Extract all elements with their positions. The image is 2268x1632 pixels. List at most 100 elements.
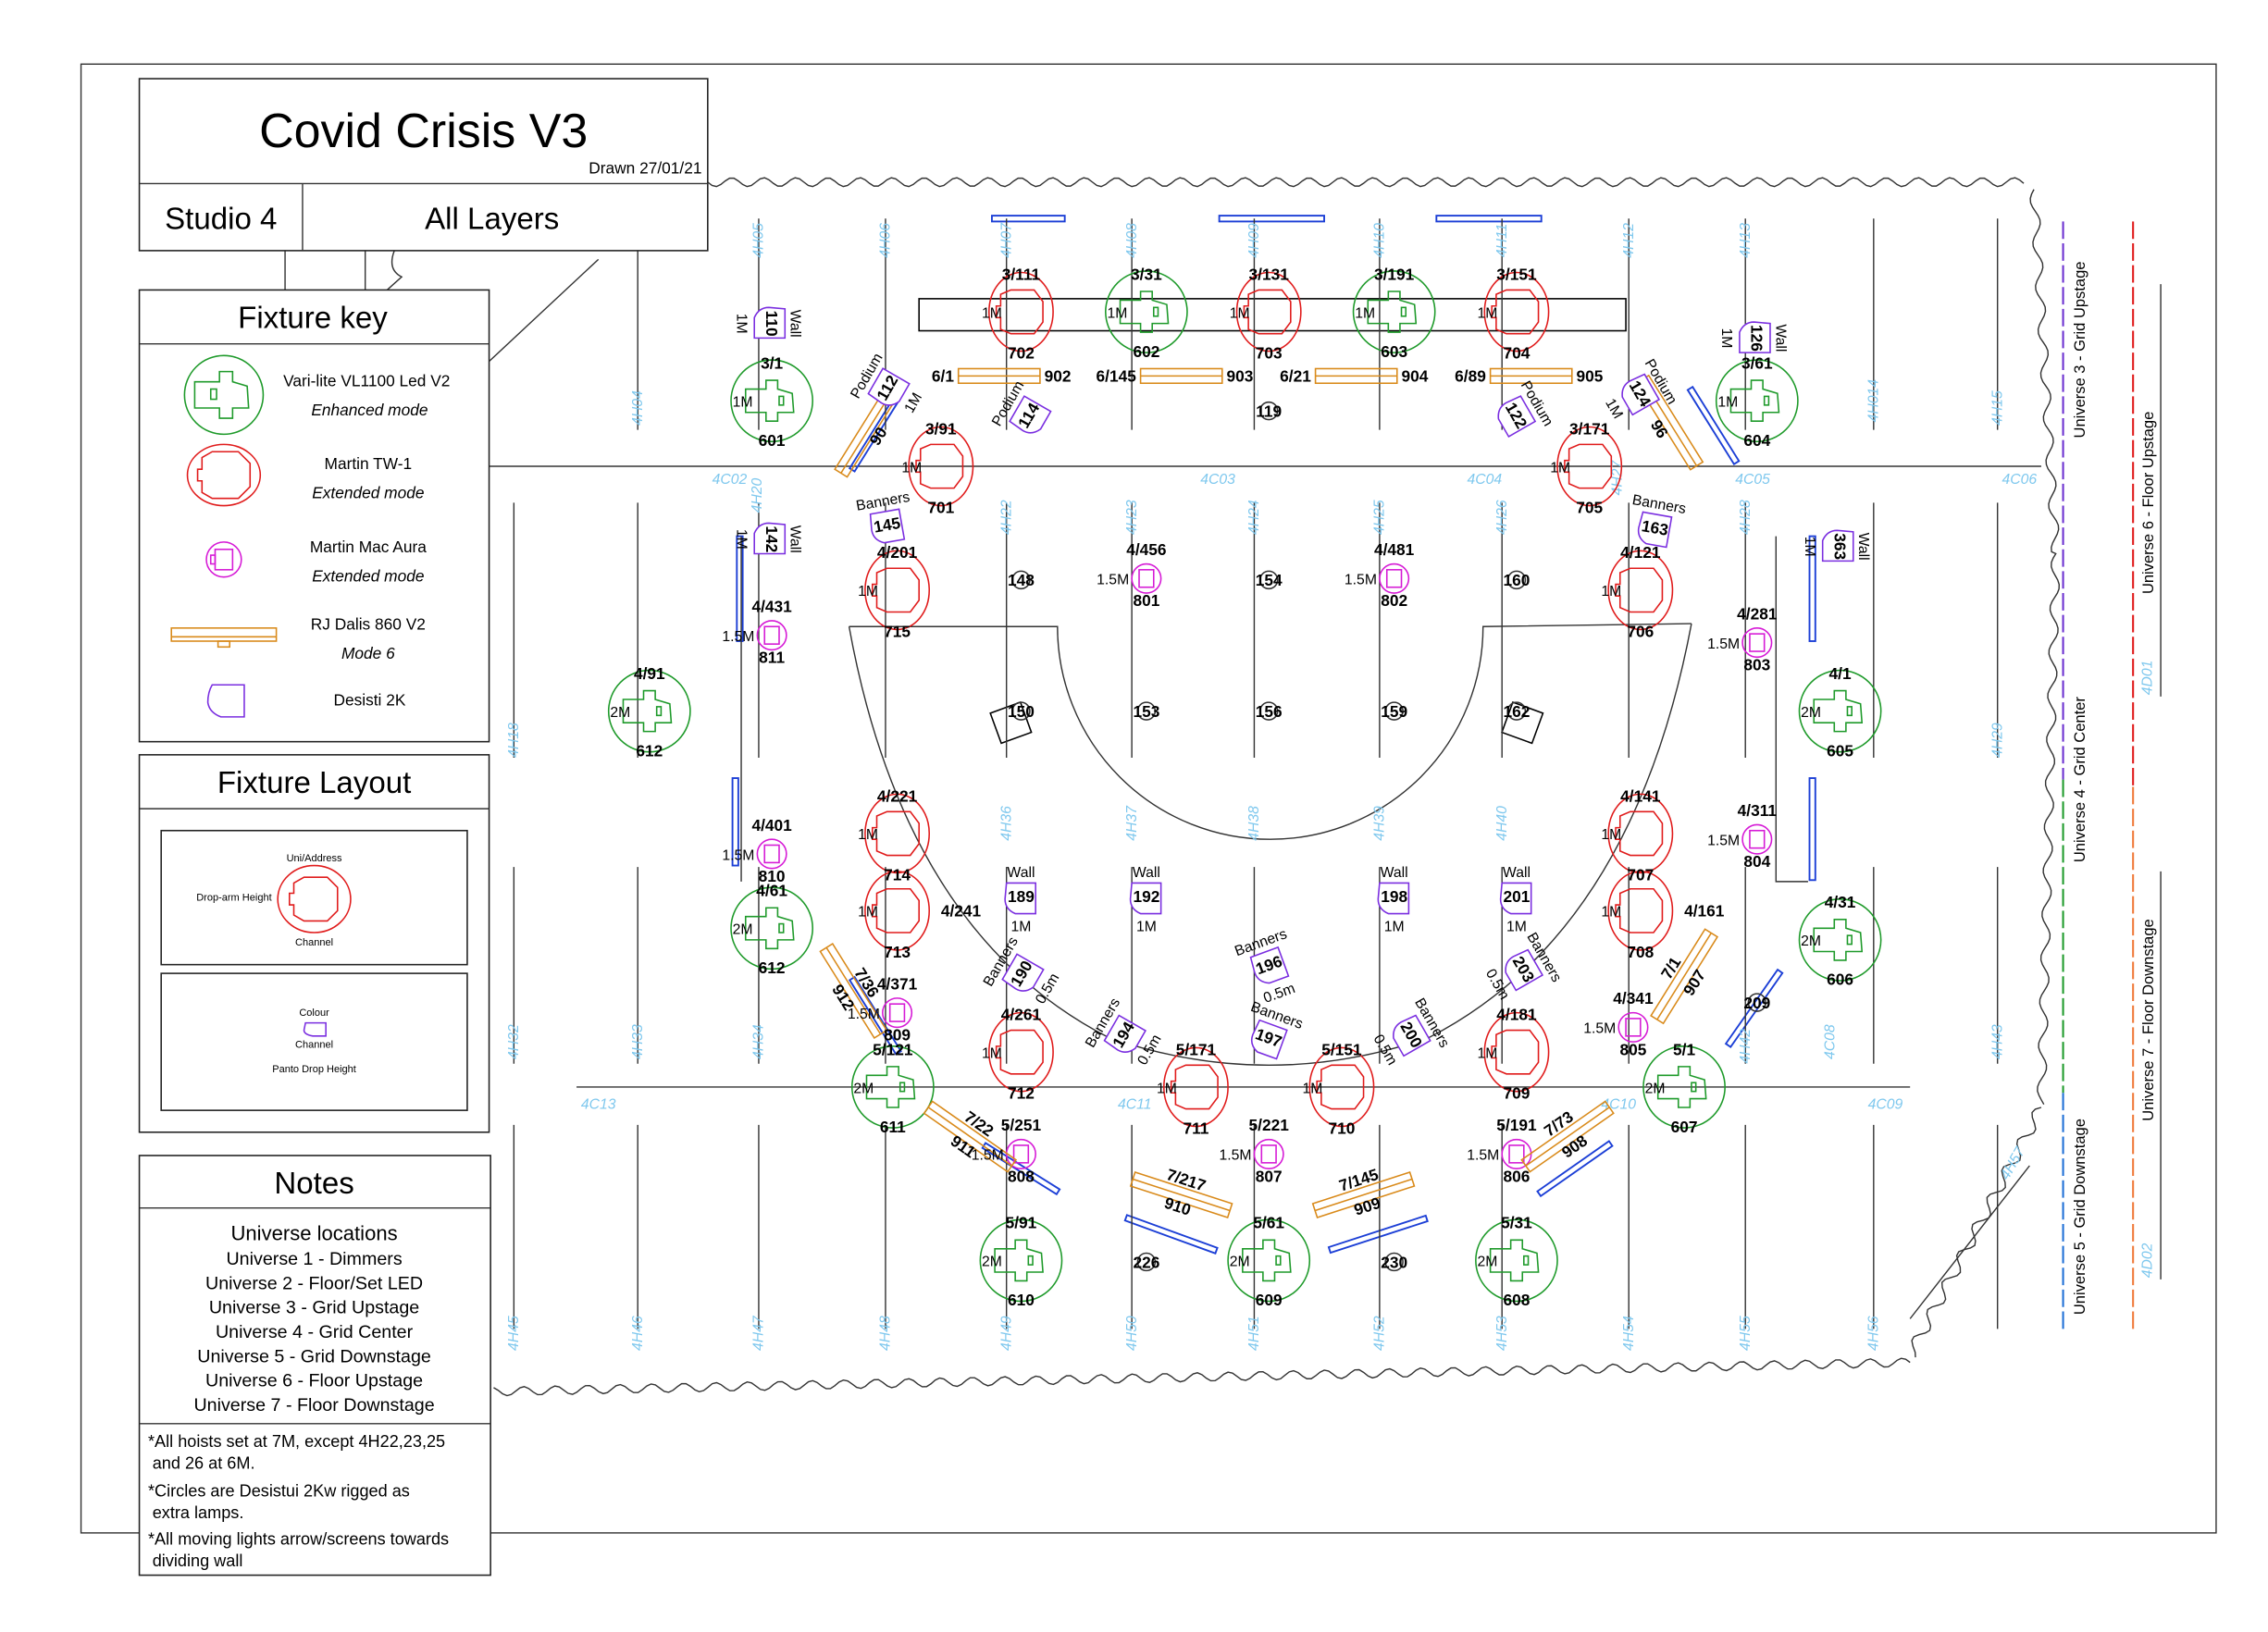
fixture-dalis[interactable] [1129, 1170, 1233, 1219]
fixture-desisti[interactable] [1129, 882, 1162, 915]
fixture-vl[interactable] [979, 1218, 1063, 1303]
fixture-channel: 150 [1008, 702, 1035, 721]
fixture-desisti[interactable] [753, 306, 787, 340]
fixture-vl[interactable] [1715, 359, 1799, 443]
fixture-tw[interactable] [908, 426, 974, 507]
fixture-circle[interactable] [1258, 570, 1279, 590]
fixture-circle[interactable] [1258, 701, 1279, 721]
fixture-tw[interactable] [1607, 871, 1674, 951]
fixture-circle[interactable] [1136, 1252, 1157, 1272]
fixture-circle[interactable] [1136, 701, 1157, 721]
fixture-height: 1.5M [1707, 637, 1740, 652]
fixture-circle[interactable] [1384, 1252, 1404, 1272]
fixture-dalis[interactable] [1311, 1170, 1416, 1219]
fixture-circle[interactable] [1011, 701, 1031, 721]
fixture-circle[interactable] [1747, 993, 1767, 1012]
fixture-vl[interactable] [1798, 669, 1882, 753]
fixture-desisti[interactable] [1636, 511, 1673, 549]
fixture-tw[interactable] [1556, 426, 1623, 507]
fixture-desisti[interactable] [1499, 882, 1532, 915]
fixture-aura[interactable] [756, 838, 787, 870]
fixture-aura[interactable] [1379, 563, 1410, 594]
fixture-channel: 709 [1503, 1084, 1530, 1103]
fixture-vl[interactable] [1475, 1218, 1558, 1303]
fixture-aura[interactable] [882, 997, 913, 1029]
studio-wall [1911, 1107, 2042, 1358]
fixture-aura[interactable] [1131, 563, 1162, 594]
fixture-height: 2M [1230, 1255, 1250, 1270]
fixture-tw[interactable] [1607, 793, 1674, 874]
fixture-aura[interactable] [1253, 1138, 1284, 1169]
fixture-desisti[interactable] [1739, 321, 1771, 353]
fixture-dalis[interactable] [1520, 1100, 1615, 1173]
fixture-circle[interactable] [1258, 401, 1279, 421]
desisti-icon [1637, 511, 1673, 549]
fixture-desisti[interactable] [1103, 1014, 1147, 1057]
fixture-aura[interactable] [1617, 1011, 1649, 1043]
fixture-label-group: 160 [1503, 571, 1530, 589]
fixture-vl[interactable] [1352, 270, 1436, 353]
fixture-dalis[interactable] [923, 1100, 1018, 1173]
desisti-2kw-circle-icon [1136, 1252, 1157, 1272]
fixture-aura[interactable] [756, 620, 787, 651]
fixture-tw[interactable] [1483, 1011, 1550, 1093]
fixture-vl[interactable] [730, 886, 813, 971]
fixture-tw[interactable] [1483, 271, 1550, 352]
fixture-tw[interactable] [1163, 1046, 1229, 1128]
studio-wall [707, 177, 2025, 188]
hoist-label: 4H22 [998, 500, 1014, 535]
led-screen [1686, 385, 1741, 465]
fixture-desisti[interactable] [1389, 1014, 1431, 1057]
hoist-label: 4H06 [878, 223, 894, 258]
fixture-desisti[interactable] [1249, 946, 1290, 986]
fixture-dalis[interactable] [1314, 367, 1398, 385]
fixture-dalis[interactable] [1489, 367, 1573, 385]
fixture-tw[interactable] [864, 871, 930, 951]
fixture-desisti[interactable] [1501, 948, 1544, 992]
fixture-vl[interactable] [1227, 1218, 1311, 1303]
fixture-vl[interactable] [1105, 270, 1188, 353]
fixture-dalis[interactable] [1139, 367, 1223, 385]
fixture-aura[interactable] [1741, 627, 1773, 659]
fixture-desisti[interactable] [1617, 373, 1661, 416]
fixture-height: 1M [1601, 905, 1621, 921]
fixture-tw[interactable] [1607, 550, 1674, 631]
key-item-name: Vari-lite VL1100 Led V2 [283, 371, 450, 389]
fixture-tw[interactable] [988, 1011, 1054, 1093]
fixture-desisti[interactable] [1377, 882, 1410, 915]
fixture-desisti[interactable] [753, 522, 787, 555]
fixture-vl[interactable] [1642, 1045, 1726, 1129]
fixture-circle[interactable] [1011, 570, 1031, 590]
fixture-vl[interactable] [607, 669, 691, 753]
fixture-desisti[interactable] [1247, 1019, 1288, 1060]
hoist-label: 4H33 [630, 1024, 646, 1059]
fixture-desisti[interactable] [1009, 395, 1052, 438]
fixture-circle[interactable] [1384, 701, 1404, 721]
fixture-desisti[interactable] [869, 508, 906, 544]
dalis-icon [1129, 1170, 1233, 1219]
fixture-address: 5/121 [873, 1040, 913, 1058]
fixture-tw[interactable] [864, 550, 930, 631]
fixture-dalis[interactable] [819, 942, 888, 1040]
fixture-vl[interactable] [1798, 897, 1882, 982]
fixture-vl[interactable] [730, 359, 813, 443]
fixture-desisti[interactable] [1821, 529, 1854, 563]
fixture-tw[interactable] [1235, 271, 1302, 352]
fixture-dalis[interactable] [957, 367, 1041, 385]
fixture-dalis[interactable] [1650, 928, 1719, 1025]
fixture-desisti[interactable] [1004, 882, 1036, 915]
fixture-desisti[interactable] [1001, 953, 1045, 995]
fixture-channel: 189 [1008, 887, 1035, 906]
fixture-desisti[interactable] [867, 367, 911, 410]
fixture-circle[interactable] [1506, 570, 1527, 590]
fixture-tw[interactable] [864, 793, 930, 874]
fixture-tw[interactable] [988, 271, 1054, 352]
fixture-circle[interactable] [1506, 701, 1527, 721]
fixture-aura[interactable] [1741, 823, 1773, 855]
fixture-vl[interactable] [850, 1045, 935, 1129]
fixture-desisti[interactable] [1493, 395, 1537, 439]
fixture-tw[interactable] [1308, 1046, 1375, 1128]
